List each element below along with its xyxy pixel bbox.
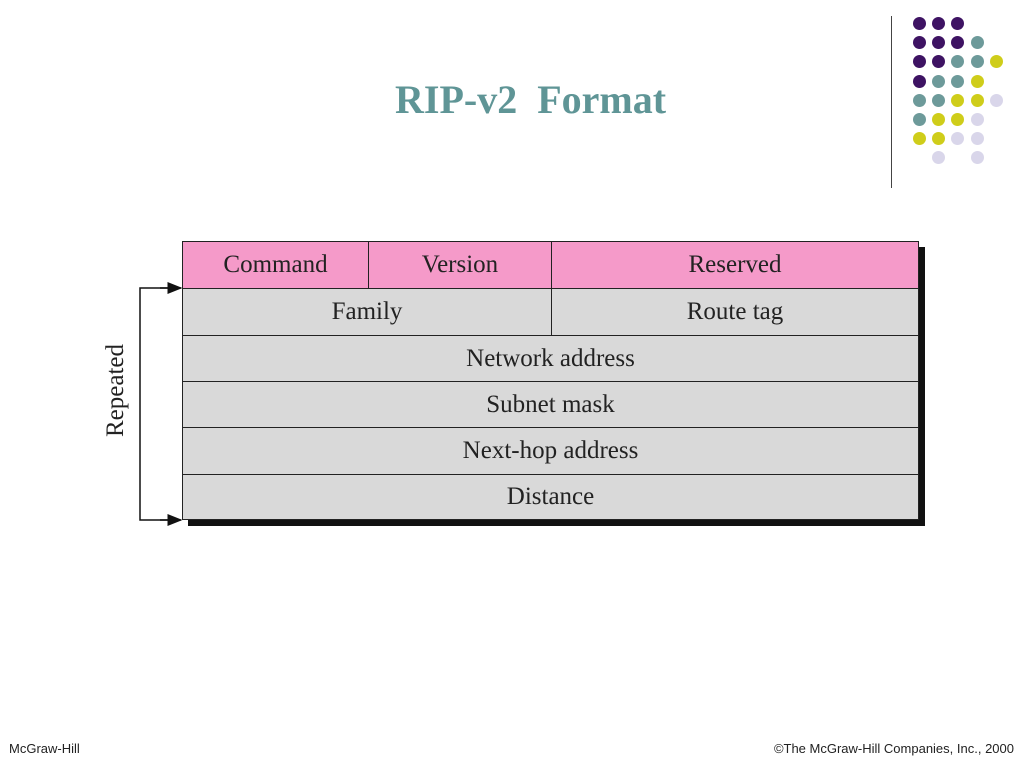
- repeated-label: Repeated: [102, 343, 129, 437]
- decorative-dot: [913, 113, 926, 126]
- decorative-dot: [932, 93, 946, 107]
- decorative-dot: [932, 113, 946, 126]
- field-next-hop-address: Next-hop address: [183, 428, 918, 474]
- decorative-dot: [913, 93, 926, 107]
- decorative-dot: [970, 151, 984, 165]
- network-address-row: Network address: [183, 335, 918, 381]
- decorative-dot: [970, 36, 984, 50]
- decorative-dot: [970, 74, 984, 88]
- decorative-dot: [913, 74, 926, 88]
- decorative-dot: [932, 74, 946, 88]
- decorative-divider-line: [891, 16, 892, 188]
- decorative-dot: [932, 36, 946, 50]
- field-command: Command: [183, 242, 368, 288]
- next-hop-address-row: Next-hop address: [183, 427, 918, 474]
- decorative-dot: [989, 55, 1003, 69]
- decorative-dot: [951, 132, 965, 146]
- field-distance: Distance: [183, 475, 918, 518]
- footer-publisher: McGraw-Hill: [9, 741, 80, 756]
- rip-v2-format-diagram: Command Version Reserved Family Route ta…: [182, 241, 919, 520]
- decorative-dot: [951, 55, 965, 69]
- field-family: Family: [183, 289, 551, 335]
- slide-title: RIP-v2 Format: [395, 77, 667, 122]
- decorative-dot: [970, 93, 984, 107]
- field-route-tag: Route tag: [551, 289, 918, 335]
- decorative-dot: [951, 93, 965, 107]
- decorative-dot: [989, 93, 1003, 107]
- decorative-dot: [932, 151, 946, 165]
- field-subnet-mask: Subnet mask: [183, 382, 918, 427]
- decorative-dot: [951, 17, 965, 30]
- family-row: Family Route tag: [183, 288, 918, 335]
- decorative-dot: [932, 17, 946, 30]
- decorative-dot: [951, 36, 965, 50]
- field-network-address: Network address: [183, 336, 918, 381]
- field-reserved: Reserved: [551, 242, 918, 288]
- repeated-bracket-arrows: [139, 282, 183, 526]
- decorative-dot: [913, 55, 926, 69]
- distance-row: Distance: [183, 474, 918, 518]
- decorative-dot: [913, 36, 926, 50]
- decorative-dot: [951, 74, 965, 88]
- decorative-dot: [913, 17, 926, 30]
- decorative-dot: [970, 55, 984, 69]
- decorative-dot: [970, 132, 984, 146]
- subnet-mask-row: Subnet mask: [183, 381, 918, 427]
- footer-copyright: ©The McGraw-Hill Companies, Inc., 2000: [773, 741, 1014, 756]
- decorative-dot: [970, 113, 984, 126]
- decorative-dot: [932, 55, 946, 69]
- decorative-dot: [913, 132, 926, 146]
- field-version: Version: [368, 242, 551, 288]
- header-row: Command Version Reserved: [183, 242, 918, 288]
- decorative-dot: [932, 132, 946, 146]
- decorative-dot: [951, 113, 965, 126]
